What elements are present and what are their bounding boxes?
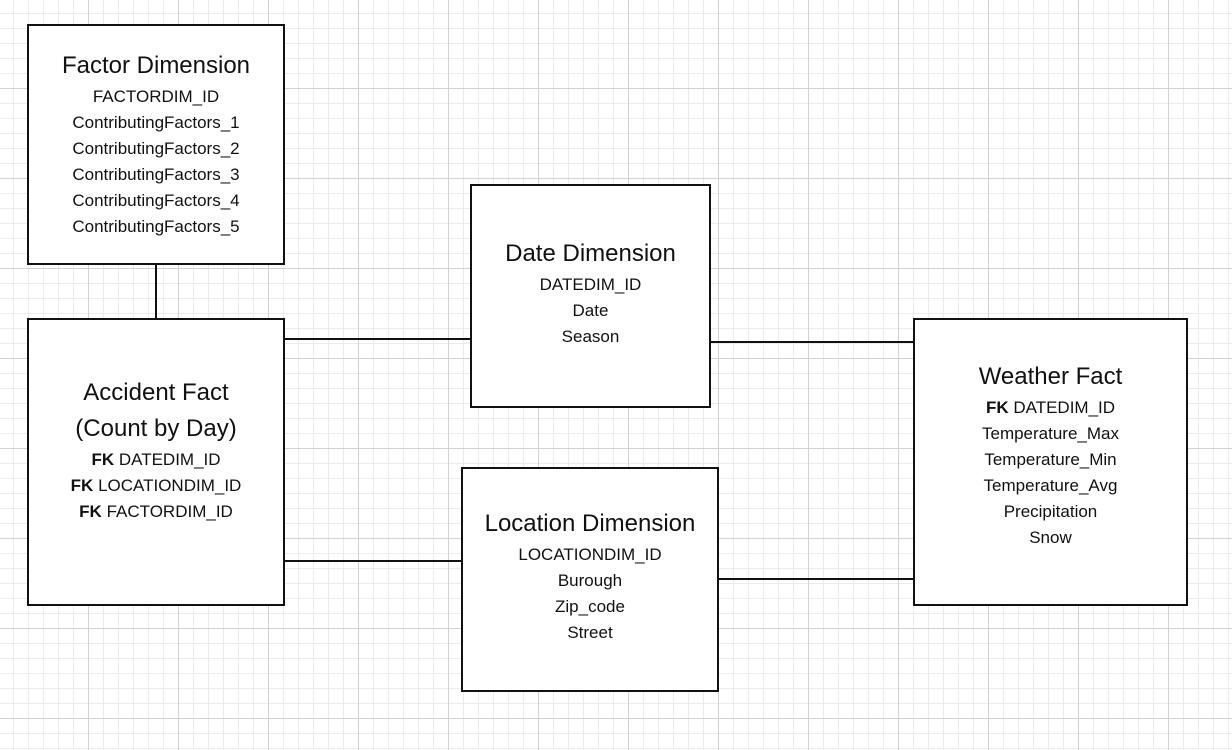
entity-title: Location Dimension	[484, 509, 696, 537]
field-name: DATEDIM_ID	[118, 450, 221, 469]
field-name: DATEDIM_ID	[1013, 398, 1116, 417]
field-list: DATEDIM_ID Date Season	[540, 272, 642, 350]
entity-title: Accident Fact	[83, 379, 229, 406]
field-item: FK DATEDIM_ID	[71, 447, 242, 473]
field-item: Street	[567, 622, 613, 642]
entity-date-dimension: Date Dimension DATEDIM_ID Date Season	[470, 184, 711, 408]
field-item: Temperature_Max	[981, 424, 1119, 443]
field-item: FK LOCATIONDIM_ID	[71, 473, 242, 499]
entity-subtitle: (Count by Day)	[75, 415, 237, 442]
entity-title: Weather Fact	[978, 363, 1123, 390]
field-item: ContributingFactors_3	[72, 165, 240, 184]
field-item: DATEDIM_ID	[539, 275, 642, 294]
field-item: ContributingFactors_1	[72, 113, 240, 132]
field-item: Precipitation	[1003, 502, 1098, 521]
entity-accident-fact: Accident Fact (Count by Day) FK DATEDIM_…	[27, 318, 285, 606]
field-item: Season	[561, 327, 620, 346]
field-item: Date	[572, 301, 609, 320]
field-item: ContributingFactors_4	[72, 191, 240, 210]
field-item: ContributingFactors_2	[72, 139, 240, 158]
fk-marker: FK	[985, 398, 1009, 417]
field-item: Burough	[557, 570, 623, 590]
entity-factor-dimension: Factor Dimension FACTORDIM_ID Contributi…	[27, 24, 285, 265]
fk-marker: FK	[79, 502, 102, 521]
field-item: Snow	[1029, 528, 1072, 547]
entity-weather-fact: Weather Fact FK DATEDIM_ID Temperature_M…	[913, 318, 1188, 606]
field-list: FACTORDIM_ID ContributingFactors_1 Contr…	[72, 84, 239, 240]
field-name: LOCATIONDIM_ID	[98, 476, 242, 495]
field-item: LOCATIONDIM_ID	[518, 544, 662, 564]
field-list: FK DATEDIM_ID Temperature_Max Temperatur…	[982, 395, 1119, 551]
field-item: FK FACTORDIM_ID	[71, 499, 242, 525]
field-list: LOCATIONDIM_ID Burough Zip_code Street	[518, 542, 661, 646]
field-list: FK DATEDIM_ID FK LOCATIONDIM_ID FK FACTO…	[71, 447, 242, 525]
field-item: FK DATEDIM_ID	[982, 395, 1119, 421]
fk-marker: FK	[91, 450, 115, 469]
field-item: Zip_code	[555, 596, 625, 616]
field-item: Temperature_Min	[984, 450, 1117, 469]
fk-marker: FK	[70, 476, 94, 495]
entity-location-dimension: Location Dimension LOCATIONDIM_ID Buroug…	[461, 467, 719, 692]
entity-title: Factor Dimension	[61, 52, 251, 79]
entity-title: Date Dimension	[505, 240, 676, 267]
field-name: FACTORDIM_ID	[106, 502, 233, 521]
field-item: ContributingFactors_5	[72, 217, 240, 236]
field-item: Temperature_Avg	[983, 476, 1118, 495]
field-item: FACTORDIM_ID	[92, 87, 220, 106]
